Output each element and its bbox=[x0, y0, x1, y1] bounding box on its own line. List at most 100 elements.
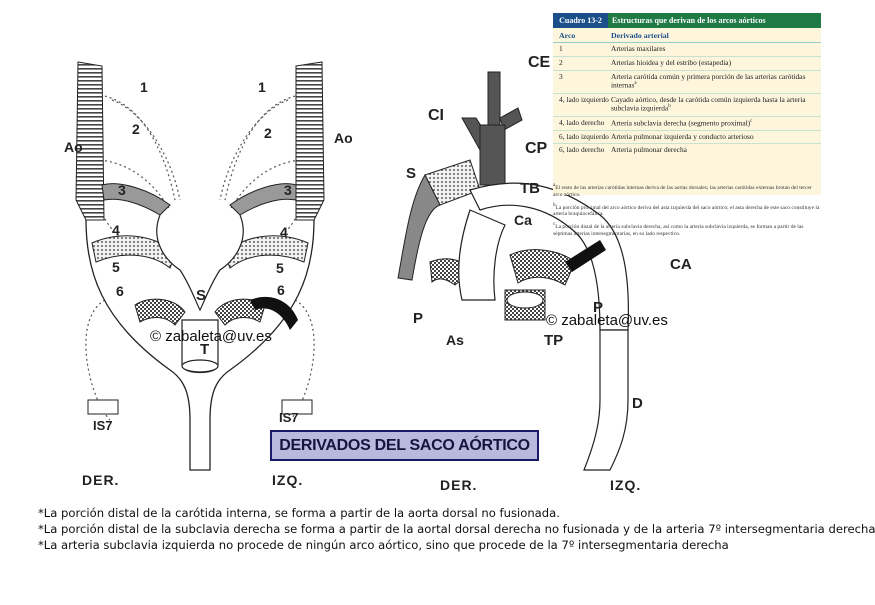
table-row: 4, lado izquierdo Cayado aórtico, desde … bbox=[553, 94, 821, 117]
label-der-left: DER. bbox=[82, 472, 119, 488]
table-title: Estructuras que derivan de los arcos aór… bbox=[612, 15, 766, 25]
footnote: bLa porción proximal del arco aórtico de… bbox=[553, 203, 821, 219]
col-derivative-header: Derivado arterial bbox=[611, 31, 669, 40]
row-arch: 4, lado izquierdo bbox=[559, 94, 609, 104]
row-derivative: Arterias hioidea y del estribo (estapedi… bbox=[611, 57, 732, 67]
row-derivative: Cayado aórtico, desde la carótida común … bbox=[611, 94, 806, 113]
ductus-band bbox=[565, 240, 606, 272]
aortic-arch-table: Cuadro 13-2 Estructuras que derivan de l… bbox=[553, 13, 821, 195]
label-tb: TB bbox=[520, 180, 540, 197]
ductus-arteriosus bbox=[250, 296, 298, 330]
left-embryo-figure: 1 1 2 2 3 3 4 4 5 5 6 6 Ao Ao S T © zaba… bbox=[64, 61, 353, 488]
label-tp: TP bbox=[544, 332, 563, 349]
left-aortic-loop bbox=[85, 219, 191, 421]
right-aortic-loop bbox=[209, 219, 315, 421]
pulmonary-trunk-checkered bbox=[509, 249, 576, 286]
arch-number-3-left: 3 bbox=[118, 182, 126, 198]
label-t-left: T bbox=[200, 341, 209, 358]
label-is7-left: IS7 bbox=[93, 418, 113, 433]
label-p-right: P bbox=[593, 299, 603, 316]
footnote: aEl resto de las arterias carótidas inte… bbox=[553, 183, 821, 199]
table-column-headers: Arco Derivado arterial bbox=[553, 28, 821, 44]
arch-number-3-right: 3 bbox=[284, 182, 292, 198]
label-der-right: DER. bbox=[440, 477, 477, 493]
right-descending-aorta bbox=[583, 329, 629, 471]
truncus-opening bbox=[181, 359, 219, 373]
arch-number-6-left: 6 bbox=[116, 283, 124, 299]
row-derivative-cell: Arteria carótida común y primera porción… bbox=[611, 71, 821, 91]
row-derivative-cell: Cayado aórtico, desde la carótida común … bbox=[611, 94, 821, 114]
label-ao-right: Ao bbox=[334, 130, 353, 146]
col-arch-header: Arco bbox=[559, 31, 576, 40]
footnote-text: El resto de las arterias carótidas inter… bbox=[553, 184, 812, 198]
table-row: 2 Arterias hioidea y del estribo (estape… bbox=[553, 57, 821, 71]
label-s-right: S bbox=[406, 165, 416, 182]
label-ca-lower: Ca bbox=[514, 212, 532, 228]
left-dorsal-aorta bbox=[75, 61, 105, 221]
row-arch: 3 bbox=[559, 71, 563, 81]
sixth-arch-left bbox=[134, 298, 186, 326]
label-s-left: S bbox=[196, 287, 206, 304]
watermark-right: © zabaleta@uv.es bbox=[546, 312, 668, 329]
footnote-mark: c bbox=[553, 222, 556, 228]
row-arch: 6, lado izquierdo bbox=[559, 131, 609, 141]
fourth-arch-left bbox=[91, 235, 176, 269]
watermark-left: © zabaleta@uv.es bbox=[150, 328, 272, 345]
label-cp: CP bbox=[525, 140, 548, 157]
label-ca: CA bbox=[670, 256, 692, 273]
third-arch-left bbox=[101, 183, 171, 216]
footnote-mark: b bbox=[668, 104, 671, 110]
footnote-mark: c bbox=[750, 118, 753, 124]
label-d: D bbox=[632, 395, 643, 412]
row-arch: 6, lado derecho bbox=[559, 145, 605, 155]
ascending-aorta bbox=[458, 209, 506, 301]
table-number: Cuadro 13-2 bbox=[553, 13, 608, 28]
footnote-text: La porción proximal del arco aórtico der… bbox=[553, 204, 820, 218]
aortic-sac bbox=[156, 214, 244, 312]
notes-block: *La porción distal de la carótida intern… bbox=[38, 505, 875, 553]
is7-right bbox=[281, 399, 313, 415]
arch-number-4-left: 4 bbox=[112, 222, 120, 238]
pulmonary-opening bbox=[506, 291, 544, 309]
label-izq-right: IZQ. bbox=[610, 477, 641, 493]
table-footnotes: aEl resto de las arterias carótidas inte… bbox=[553, 183, 821, 242]
label-ao-left: Ao bbox=[64, 139, 83, 155]
label-ce: CE bbox=[528, 54, 551, 71]
table-row: 1 Arterias maxilares bbox=[553, 43, 821, 57]
row-derivative-cell: Arteria subclavia derecha (segmento prox… bbox=[611, 118, 821, 128]
arch-number-5-left: 5 bbox=[112, 259, 120, 275]
right-subclavian bbox=[397, 173, 441, 281]
arch-number-1-left: 1 bbox=[140, 79, 148, 95]
table-row: 6, lado derecho Arteria pulmonar derecha bbox=[553, 144, 821, 157]
descending-aorta bbox=[189, 420, 211, 471]
arch-number-2-right: 2 bbox=[264, 125, 272, 141]
arch-number-2-left: 2 bbox=[132, 121, 140, 137]
row-derivative: Arteria subclavia derecha (segmento prox… bbox=[611, 118, 751, 127]
row-arch: 2 bbox=[559, 57, 563, 67]
row-arch: 4, lado derecho bbox=[559, 117, 605, 127]
label-is7-right: IS7 bbox=[279, 410, 299, 425]
arch-number-5-right: 5 bbox=[276, 260, 284, 276]
right-adult-figure: CE CI CP S TB Ca CA P P © zabaleta@uv.es… bbox=[397, 54, 692, 493]
label-ci: CI bbox=[428, 107, 444, 124]
label-izq-left: IZQ. bbox=[272, 472, 303, 488]
row-derivative: Arteria carótida común y primera porción… bbox=[611, 71, 806, 90]
footnote-mark: a bbox=[553, 183, 556, 188]
third-arch-right bbox=[229, 183, 297, 216]
external-carotid bbox=[487, 71, 501, 126]
table-row: 6, lado izquierdo Arteria pulmonar izqui… bbox=[553, 131, 821, 145]
row-derivative: Arteria pulmonar derecha bbox=[611, 145, 687, 155]
right-dorsal-aorta bbox=[295, 61, 325, 221]
table-header: Cuadro 13-2 Estructuras que derivan de l… bbox=[553, 13, 821, 28]
footnote-text: La porción distal de la arteria subclavi… bbox=[553, 223, 804, 237]
note-line: *La porción distal de la subclavia derec… bbox=[38, 522, 875, 536]
row-derivative: Arteria pulmonar izquierda y conducto ar… bbox=[611, 131, 754, 141]
footnote-mark: a bbox=[634, 81, 637, 87]
is7-left bbox=[87, 399, 119, 415]
footnote-mark: b bbox=[553, 202, 556, 208]
label-p-left: P bbox=[413, 310, 423, 327]
fourth-arch-right bbox=[224, 235, 309, 269]
arch-number-6-right: 6 bbox=[277, 282, 285, 298]
footnote: cLa porción distal de la arteria subclav… bbox=[553, 222, 821, 238]
note-line: *La porción distal de la carótida intern… bbox=[38, 506, 560, 520]
